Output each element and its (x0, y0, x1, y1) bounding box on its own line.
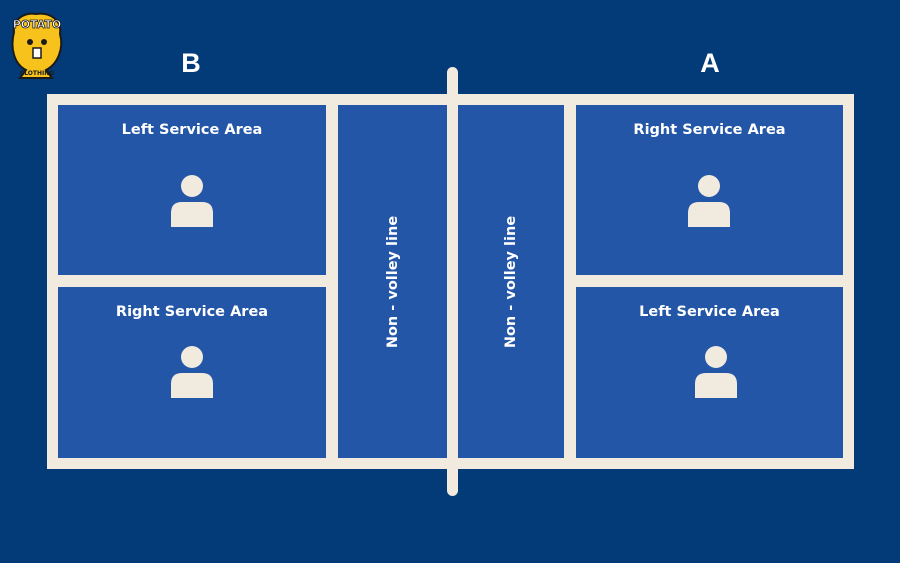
service-area-label: Left Service Area (639, 304, 780, 320)
right-side-top-service-area: Right Service Area (576, 105, 843, 275)
player-icon (171, 175, 213, 227)
service-area-label: Right Service Area (633, 122, 786, 138)
team-b-label: B (181, 48, 201, 78)
non-volley-line-label: Non - volley line (384, 215, 401, 348)
potato-logo: POTATO CLOTHING (11, 12, 63, 79)
team-a-label: A (700, 48, 720, 78)
logo-text: POTATO (13, 18, 62, 31)
left-side-top-service-area: Left Service Area (58, 105, 326, 275)
service-area-label: Right Service Area (115, 304, 269, 320)
service-area-label: Left Service Area (121, 122, 263, 138)
left-side-bottom-service-area: Right Service Area (58, 287, 326, 458)
player-icon (695, 346, 737, 398)
player-icon (171, 346, 213, 398)
non-volley-line-label: Non - volley line (503, 215, 519, 348)
player-icon (688, 175, 730, 227)
right-non-volley-zone: Non - volley line (458, 105, 564, 458)
left-non-volley-zone: Non - volley line (338, 105, 447, 458)
right-side-bottom-service-area: Left Service Area (576, 287, 843, 458)
net-line (447, 67, 458, 496)
logo-subtext: CLOTHING (20, 70, 54, 77)
